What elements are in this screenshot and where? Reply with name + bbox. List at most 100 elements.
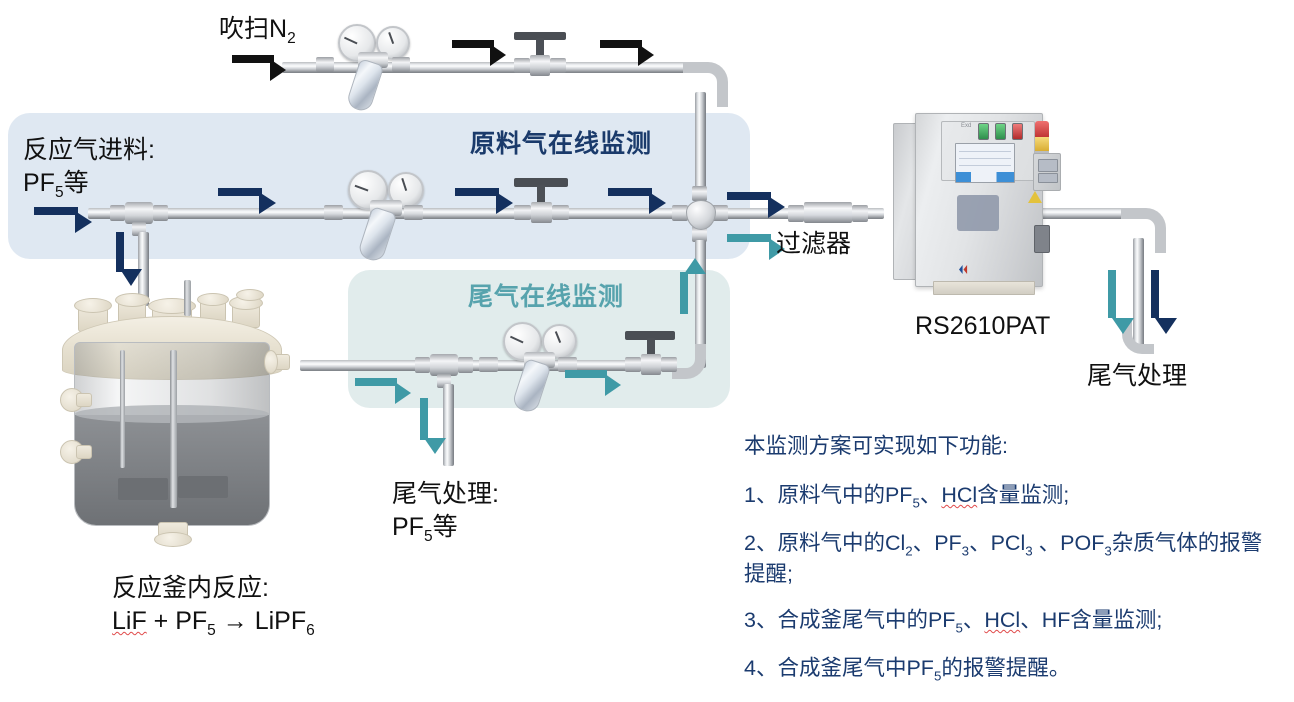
tee-feed-to-reactor (110, 198, 168, 236)
valve-handle[interactable] (514, 32, 566, 40)
label-reactor-line1: 反应釜内反应: (112, 574, 269, 602)
valve-left-nut (514, 58, 530, 73)
valve-handle[interactable] (625, 331, 675, 340)
tail-riser-elbow (672, 344, 706, 379)
arrow-to-filter-teal (727, 228, 785, 260)
arrow-to-filter-navy (727, 185, 785, 218)
regulator-outlet-nut (558, 357, 577, 372)
cabinet-disconnect-switch[interactable] (1034, 225, 1050, 253)
valve-right-nut (661, 357, 677, 372)
valve-left-nut (514, 205, 531, 220)
regulator-inlet-nut (324, 205, 343, 220)
regulator-purge (316, 22, 422, 114)
reactor-outlet-flange (264, 350, 278, 374)
tee-right-nut (458, 357, 473, 373)
outlet-pipe-elbow (1121, 208, 1166, 253)
cross-bottom-nut (692, 226, 707, 242)
controller-keypad[interactable] (1038, 173, 1058, 183)
note-3: 3、合成釜尾气中的PF5、HCl、HF含量监测; (744, 607, 1163, 636)
pipe-analyzer-outlet (1000, 208, 1138, 219)
cabinet-side-controller[interactable] (1033, 153, 1061, 191)
label-tail-treatment-left: 尾气处理: PF5等 (392, 478, 499, 547)
manufacturer-logo-icon (959, 265, 968, 274)
reactor-side-nozzle-lower (76, 445, 92, 459)
label-analyzer-model: RS2610PAT (915, 312, 1051, 340)
valve-left-nut (625, 357, 641, 372)
agitator-shaft-internal (170, 350, 177, 508)
cabinet-access-panel (957, 195, 999, 231)
beacon-yellow-lens (1035, 137, 1049, 151)
note-1: 1、原料气中的PF5、HCl含量监测; (744, 482, 1070, 511)
arrow-tail-out-teal (1100, 270, 1134, 334)
tee-left-nut (415, 357, 430, 373)
regulator-outlet-nut (392, 57, 410, 72)
arrow-feed-drop-to-reactor (108, 232, 142, 286)
valve-stem (536, 38, 544, 58)
status-led-2 (995, 123, 1006, 140)
cross-left-nut (672, 205, 688, 221)
arrow-feed-3 (608, 181, 666, 214)
tee-tail-to-treatment (415, 350, 473, 388)
label-filter: 过滤器 (776, 230, 852, 258)
label-purge-n2: 吹扫N2 (219, 13, 296, 49)
label-feed-gas: 反应气进料: PF5等 (23, 134, 155, 203)
explosion-proof-tag: Exd (961, 123, 972, 129)
valve-feed[interactable] (508, 174, 574, 224)
label-purge-n2-text: 吹扫N (219, 15, 288, 43)
valve-stem (647, 338, 655, 357)
reactor-flange-6 (236, 289, 264, 301)
zone-feed-title: 原料气在线监测 (470, 130, 653, 158)
reactor-flange-1 (74, 298, 112, 313)
tee-right-nut (153, 205, 168, 221)
regulator-body (345, 58, 385, 114)
valve-handle[interactable] (514, 178, 568, 187)
regulator-outlet-nut (404, 205, 423, 220)
controller-display (1038, 159, 1058, 172)
label-tail-treatment-right: 尾气处理 (1087, 362, 1188, 390)
label-tail-treatment-left-line1: 尾气处理: (392, 480, 499, 508)
label-feed-gas-line1: 反应气进料: (23, 136, 155, 164)
purge-pipe-vertical (695, 92, 706, 202)
beacon-red-lens (1035, 121, 1049, 137)
tail-outlet-bottom-elbow (1122, 318, 1154, 354)
feature-notes-block: 本监测方案可实现如下功能: 1、原料气中的PF5、HCl含量监测; 2、原料气中… (744, 432, 1282, 702)
arrow-tail-riser (672, 258, 706, 314)
filter-right-nut (852, 205, 868, 222)
status-led-1 (978, 123, 989, 140)
valve-stem (537, 185, 545, 205)
status-led-3 (1012, 123, 1023, 140)
cross-fitting-junction (672, 186, 728, 244)
analyzer-touchscreen[interactable] (955, 143, 1015, 183)
valve-purge[interactable] (508, 28, 572, 78)
cross-right-nut (712, 205, 728, 221)
reactor-side-nozzle-upper (76, 393, 92, 407)
note-2: 2、原料气中的Cl2、PF3、PCl3 、POF3杂质气体的报警提醒; (744, 530, 1263, 587)
agitator-blade-left (118, 478, 168, 500)
valve-tail[interactable] (620, 328, 682, 376)
label-tail-treatment-left-line2: PF5等 (392, 513, 458, 545)
regulator-inlet-nut (479, 357, 498, 372)
purge-pipe-elbow (683, 62, 728, 107)
valve-right-nut (550, 58, 566, 73)
warning-triangle-icon (1028, 191, 1042, 203)
cross-hub (686, 200, 716, 230)
analyzer-cabinet[interactable]: Exd (893, 113, 1068, 295)
alarm-beacon (1035, 121, 1049, 157)
agitator-blade-right (178, 476, 228, 498)
regulator-tail (479, 320, 589, 415)
feed-drop-pipe-to-reactor (138, 232, 149, 306)
arrow-feed-1 (218, 181, 276, 214)
label-feed-gas-line2: PF5等 (23, 169, 89, 201)
cross-top-nut (692, 186, 707, 201)
arrow-purge-out (600, 33, 654, 66)
regulator-feed (324, 168, 436, 264)
notes-heading: 本监测方案可实现如下功能: (744, 434, 1008, 458)
tee-body (125, 202, 153, 224)
valve-body (531, 202, 552, 223)
cabinet-base-plinth (933, 281, 1035, 295)
zone-tail-title: 尾气在线监测 (468, 283, 625, 311)
dip-tube (120, 350, 125, 468)
arrow-purge-inlet (232, 48, 286, 81)
note-4: 4、合成釜尾气中PF5的报警提醒。 (744, 656, 1071, 684)
